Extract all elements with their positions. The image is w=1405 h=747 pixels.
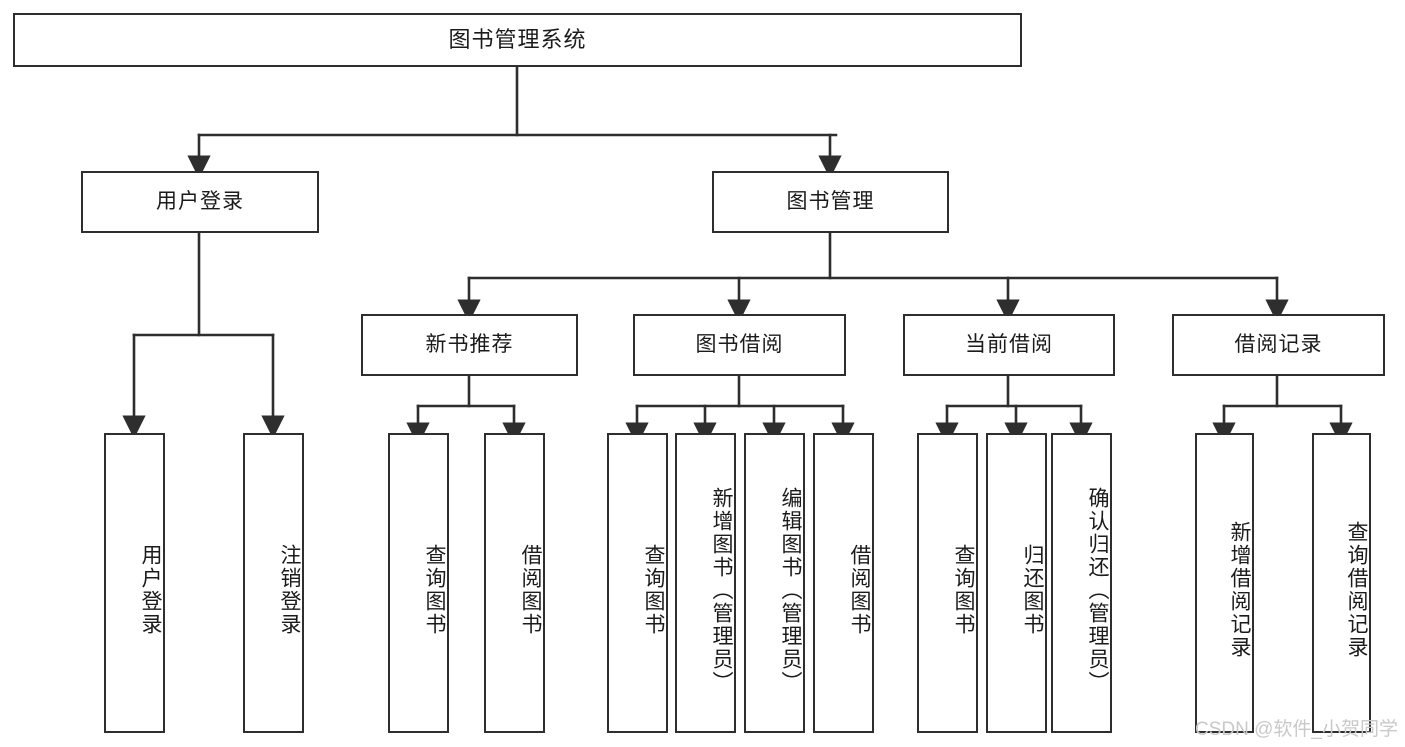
node-label: 用户登录 (156, 190, 244, 214)
node-label: 借阅图书 (848, 544, 871, 636)
leaf-borrow-record-query[interactable]: 查询借阅记录 (1312, 433, 1371, 733)
node-current-borrow[interactable]: 当前借阅 (903, 314, 1115, 376)
leaf-current-borrow-confirm-return[interactable]: 确认归还（管理员） (1051, 433, 1112, 733)
node-label: 图书管理 (786, 190, 875, 214)
node-label: 注销登录 (278, 544, 301, 636)
node-label: 借阅记录 (1234, 333, 1323, 357)
node-book-management[interactable]: 图书管理 (712, 171, 949, 233)
csdn-watermark: CSDN @软件_小贺同学 (1195, 719, 1398, 740)
node-label: 新增图书（管理员） (710, 486, 733, 694)
node-new-book-recommend[interactable]: 新书推荐 (361, 314, 578, 376)
leaf-user-login-signin[interactable]: 用户登录 (104, 433, 165, 733)
node-label: 查询图书 (423, 544, 446, 636)
node-label: 查询图书 (952, 544, 975, 636)
leaf-current-borrow-return[interactable]: 归还图书 (986, 433, 1047, 733)
node-label: 确认归还（管理员） (1086, 486, 1109, 694)
node-label: 编辑图书（管理员） (779, 486, 802, 694)
node-label: 图书管理系统 (448, 26, 587, 52)
node-label: 借阅图书 (519, 544, 542, 636)
node-label: 新增借阅记录 (1228, 521, 1251, 659)
leaf-book-borrow-add[interactable]: 新增图书（管理员） (675, 433, 736, 733)
leaf-user-login-signout[interactable]: 注销登录 (243, 433, 304, 733)
leaf-book-borrow-borrow[interactable]: 借阅图书 (813, 433, 874, 733)
node-book-borrow[interactable]: 图书借阅 (633, 314, 846, 376)
node-root-book-management-system[interactable]: 图书管理系统 (13, 13, 1022, 67)
leaf-current-borrow-query[interactable]: 查询图书 (917, 433, 978, 733)
leaf-new-book-borrow[interactable]: 借阅图书 (484, 433, 545, 733)
node-label: 查询图书 (642, 544, 665, 636)
leaf-borrow-record-add[interactable]: 新增借阅记录 (1195, 433, 1254, 733)
leaf-new-book-query[interactable]: 查询图书 (388, 433, 449, 733)
node-user-login[interactable]: 用户登录 (81, 171, 319, 233)
node-borrow-record[interactable]: 借阅记录 (1172, 314, 1385, 376)
leaf-book-borrow-query[interactable]: 查询图书 (607, 433, 668, 733)
node-label: 新书推荐 (425, 333, 514, 357)
node-label: 用户登录 (139, 544, 162, 636)
node-label: 图书借阅 (695, 333, 784, 357)
node-label: 当前借阅 (965, 333, 1053, 357)
node-label: 归还图书 (1021, 544, 1044, 636)
node-label: 查询借阅记录 (1345, 521, 1368, 659)
leaf-book-borrow-edit[interactable]: 编辑图书（管理员） (744, 433, 805, 733)
